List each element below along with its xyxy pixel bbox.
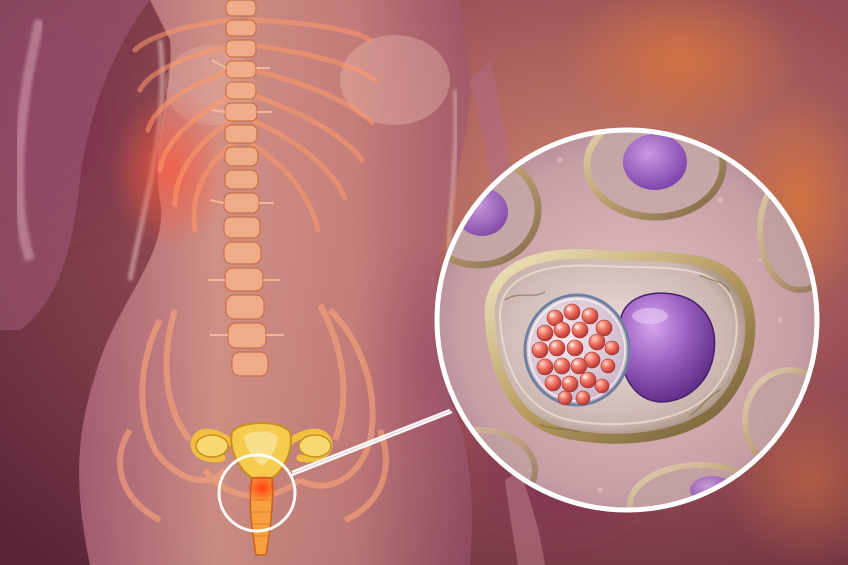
spine (208, 0, 284, 377)
ovary-right (298, 434, 332, 458)
neighbor-nucleus (623, 134, 687, 190)
chlamydial-inclusion-body (523, 293, 631, 407)
callout-connector (291, 408, 453, 477)
rib-cage (132, 17, 378, 233)
infection-focus (246, 474, 278, 502)
ovary-left (195, 434, 229, 458)
cervix-highlight (217, 453, 297, 533)
infected-epithelial-cell (484, 249, 756, 444)
magnifier-ring (434, 127, 820, 513)
reproductive-organs (190, 422, 333, 556)
